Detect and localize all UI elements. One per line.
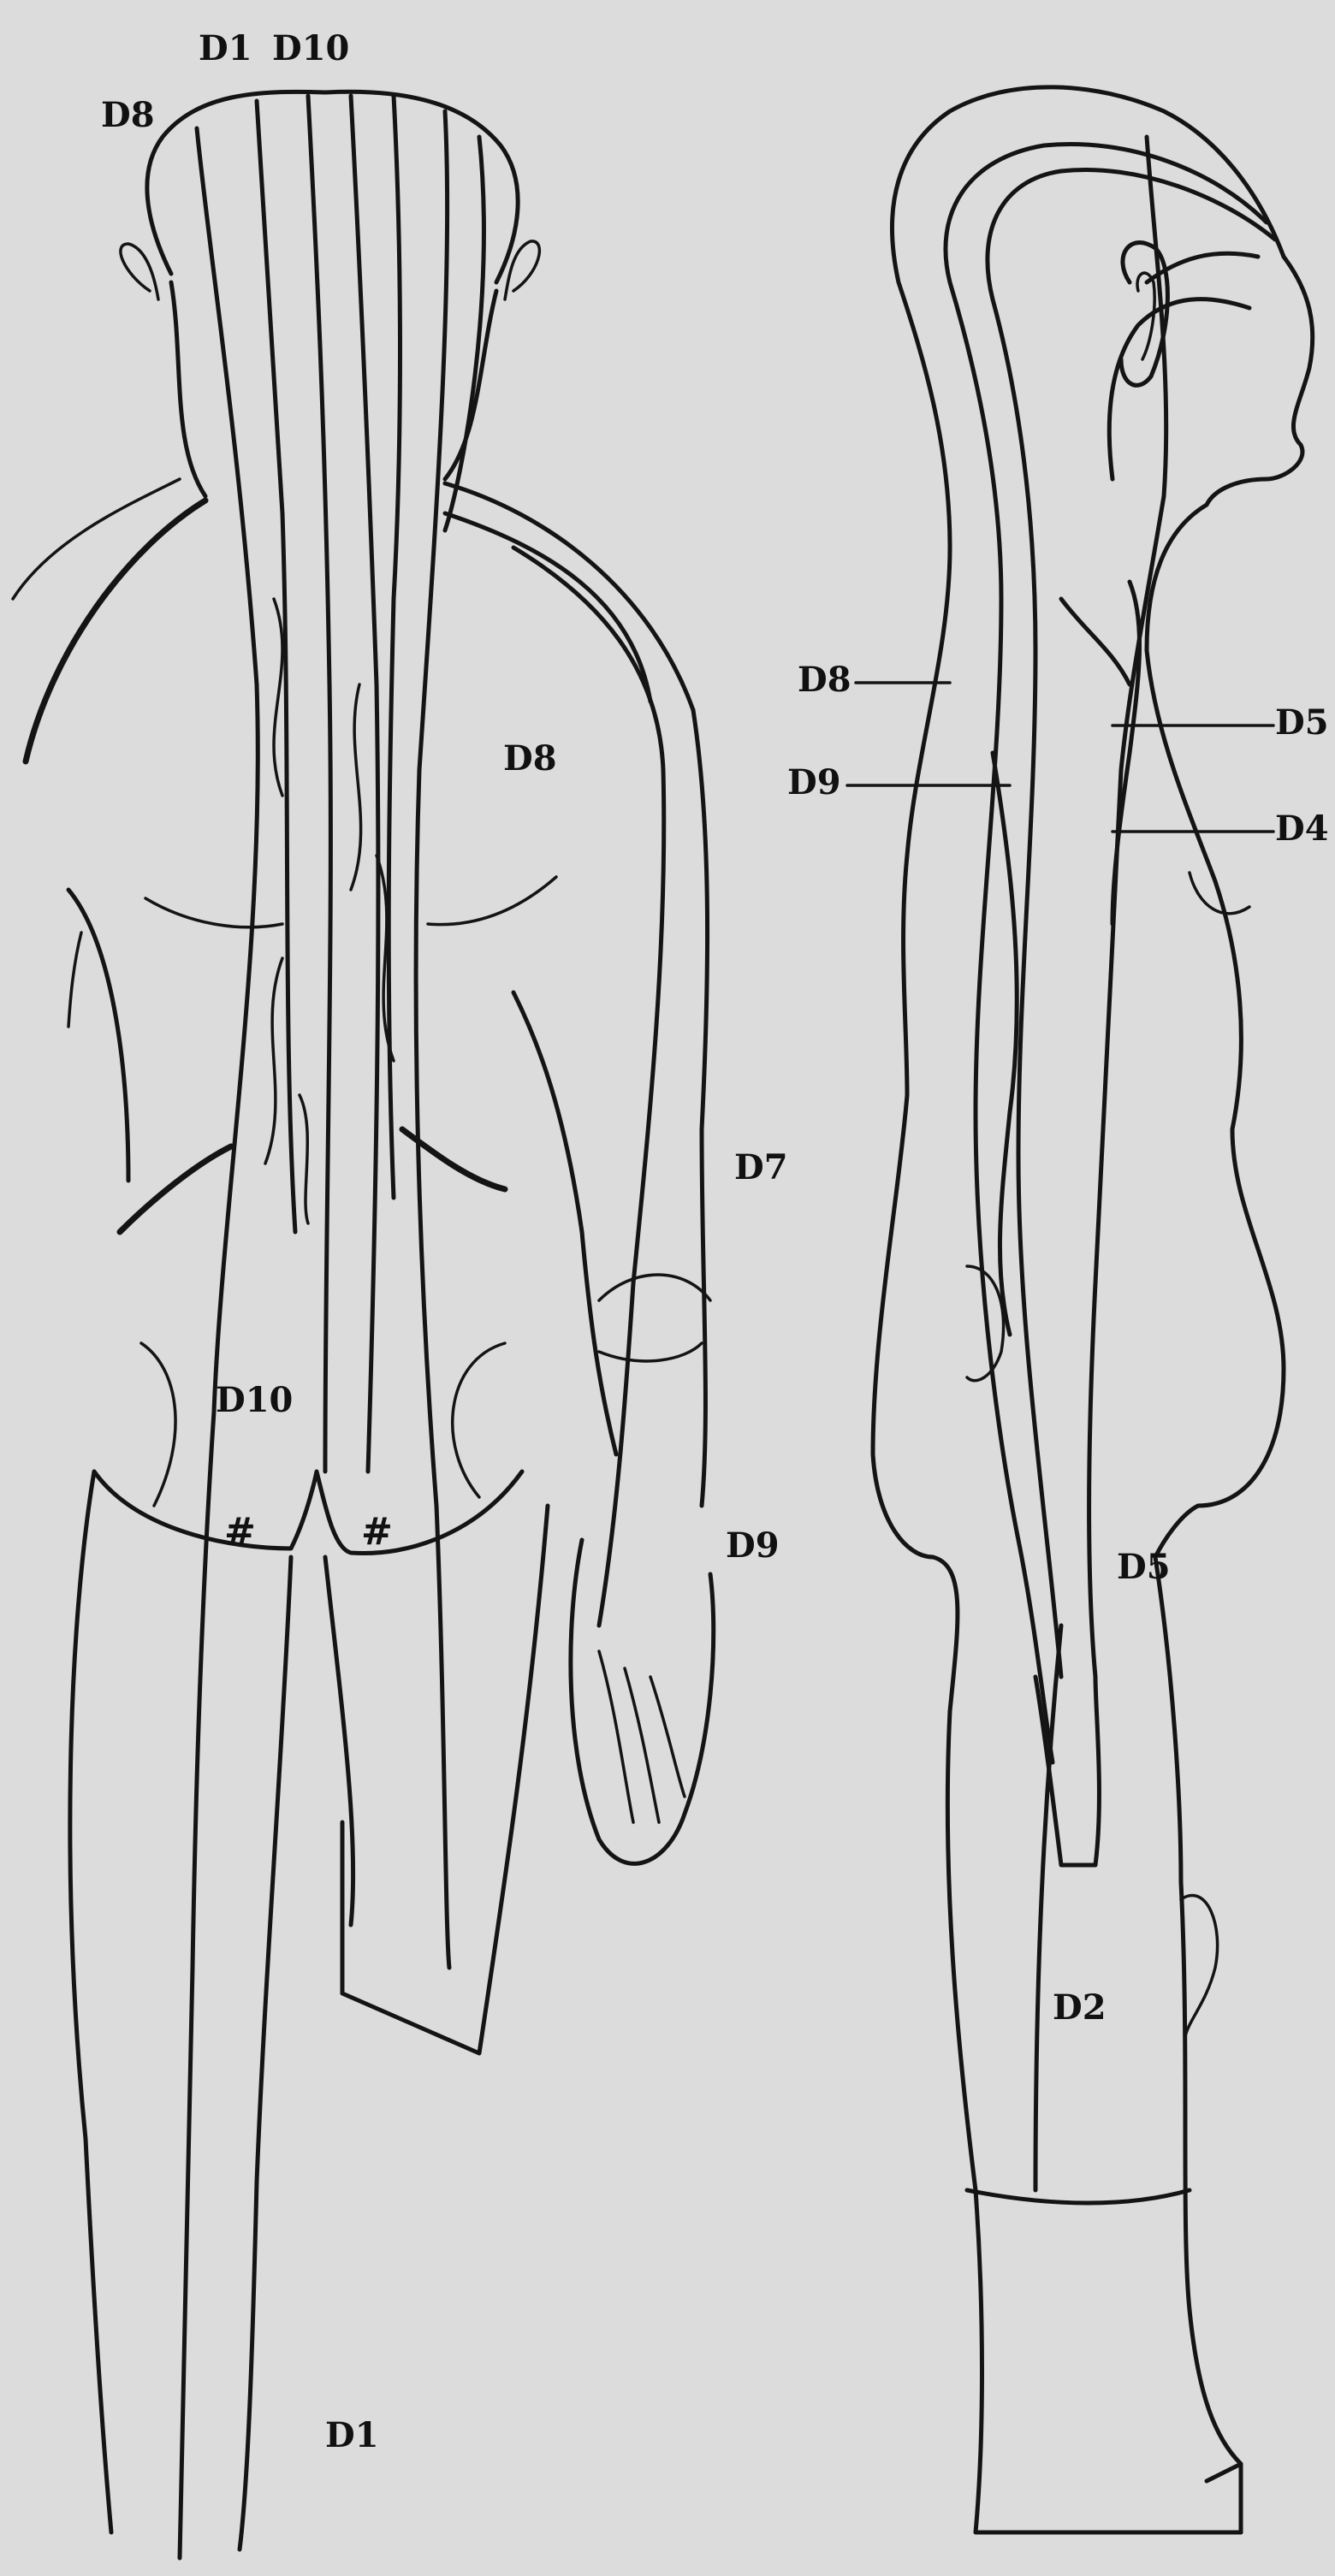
side-foot-corner: [1207, 2464, 1241, 2532]
label-back-top-d10: D10: [272, 28, 349, 68]
label-back-shoulder-d8: D8: [503, 738, 557, 779]
back-right-shoulder: [445, 483, 693, 710]
label-back-buttock-d10: D10: [216, 1380, 293, 1420]
back-view-figure: [13, 92, 714, 2549]
meridian-line-back-arm-2: [445, 513, 650, 702]
label-back-hand-d9: D9: [726, 1525, 780, 1566]
label-side-left-d9: D9: [787, 762, 841, 802]
back-scapula-right: [428, 877, 556, 925]
side-calf-band: [967, 2190, 1190, 2203]
back-right-leg-inner: [325, 1557, 353, 1925]
label-side-thigh-d5: D5: [1117, 1547, 1171, 1587]
back-arm-inner: [513, 992, 616, 1454]
label-back-feet-d1: D1: [325, 2415, 379, 2455]
side-meridian-lines: [946, 137, 1275, 2190]
side-neck-front: [1147, 505, 1215, 881]
buttock-mark-right: #: [361, 1510, 393, 1554]
meridian-line-side-7: [1061, 599, 1130, 684]
side-face-profile: [1207, 257, 1313, 505]
back-left-arm-stub: [68, 933, 81, 1027]
meridian-line-side-1: [946, 144, 1267, 1762]
back-left-leg-inner: [240, 1557, 291, 2549]
back-scapula-left: [145, 898, 282, 927]
back-arm-elbow: [599, 1275, 710, 1361]
label-side-right-d5: D5: [1275, 702, 1329, 743]
back-left-shoulder: [26, 500, 205, 761]
back-left-leg-outer: [70, 1472, 111, 2532]
meridian-line-back-5: [389, 96, 400, 1198]
back-buttock-left-curve: [141, 1343, 175, 1506]
meridian-line-back-4: [351, 96, 378, 1472]
side-view-labels: D8 D9 D5 D4 D5 D2: [787, 660, 1329, 2028]
back-hand-outline: [571, 1540, 714, 1863]
side-buttock: [933, 1557, 1241, 2532]
back-buttock-right-curve: [453, 1343, 505, 1497]
back-arm-outer: [693, 710, 708, 1506]
meridian-line-back-6: [416, 111, 449, 1968]
back-waist-left: [120, 1146, 231, 1232]
label-side-right-d4: D4: [1275, 808, 1329, 849]
back-hand-fingers: [599, 1651, 685, 1822]
label-back-top-d1: D1: [199, 28, 252, 68]
side-arm-front: [993, 753, 1017, 1335]
side-back-outline: [873, 87, 1284, 1557]
meridian-line-back-3: [308, 96, 330, 1472]
back-neck-right: [445, 291, 496, 479]
back-left-ear: [121, 244, 158, 299]
label-back-head-d8: D8: [101, 95, 155, 135]
back-buttocks-outline: [94, 1472, 522, 1554]
meridian-line-back-arm: [513, 548, 664, 1626]
meridian-line-back-1: [180, 128, 258, 2558]
meridian-line-side-5: [1109, 299, 1249, 479]
meridian-line-side-6: [1112, 582, 1140, 924]
buttock-mark-left: #: [224, 1510, 256, 1554]
label-side-left-d8: D8: [798, 660, 851, 700]
meridian-line-back-2: [257, 101, 295, 1232]
back-neck-left: [171, 282, 205, 496]
label-side-knee-d2: D2: [1053, 1987, 1107, 2028]
label-back-arm-d7: D7: [734, 1147, 788, 1187]
back-left-torso: [68, 890, 128, 1181]
meridian-line-side-2: [988, 169, 1275, 1677]
side-chest-belly: [1155, 881, 1284, 1557]
